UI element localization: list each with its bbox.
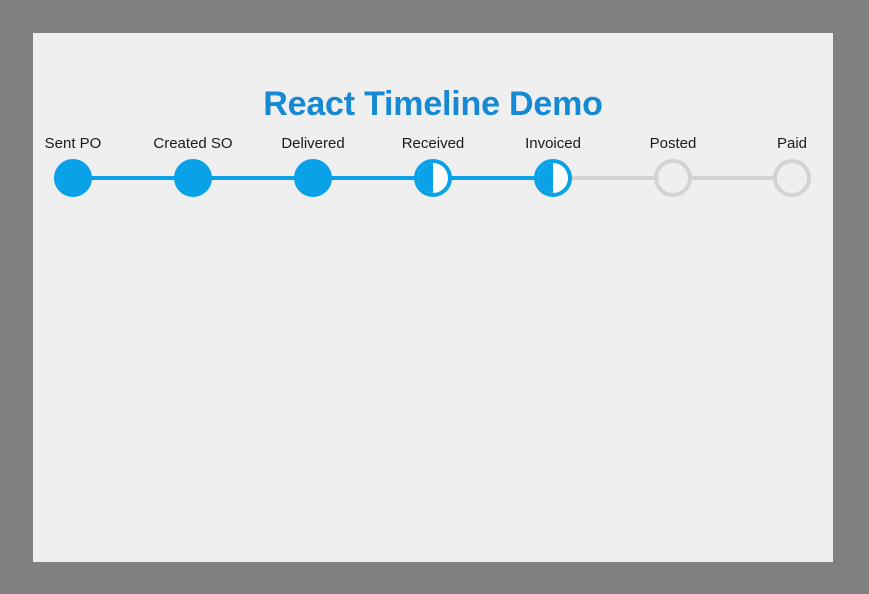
timeline-connector — [448, 176, 538, 180]
timeline-connector — [688, 176, 777, 180]
half-fill — [418, 163, 433, 193]
half-fill — [538, 163, 553, 193]
timeline-card: React Timeline Demo Sent PO Created SO Del… — [33, 33, 833, 562]
timeline-connector — [208, 176, 298, 180]
timeline-label-created-so: Created SO — [153, 135, 233, 152]
timeline-label-invoiced: Invoiced — [525, 135, 581, 152]
timeline-node-received[interactable] — [414, 159, 452, 197]
timeline-node-created-so[interactable] — [174, 159, 212, 197]
page-title: React Timeline Demo — [263, 85, 603, 123]
timeline-label-received: Received — [401, 135, 465, 152]
timeline-label-paid: Paid — [776, 135, 808, 152]
timeline-node-delivered[interactable] — [294, 159, 332, 197]
timeline-node-sent-po[interactable] — [54, 159, 92, 197]
timeline-connector — [328, 176, 418, 180]
timeline-connector — [88, 176, 178, 180]
timeline-label-delivered: Delivered — [281, 135, 345, 152]
timeline-label-sent-po: Sent PO — [44, 135, 102, 152]
timeline-node-paid[interactable] — [773, 159, 811, 197]
timeline-node-posted[interactable] — [654, 159, 692, 197]
timeline: Sent PO Created SO Delivered Received Invoic… — [33, 33, 833, 562]
timeline-label-posted: Posted — [649, 135, 697, 152]
timeline-connector — [568, 176, 658, 180]
timeline-node-invoiced[interactable] — [534, 159, 572, 197]
